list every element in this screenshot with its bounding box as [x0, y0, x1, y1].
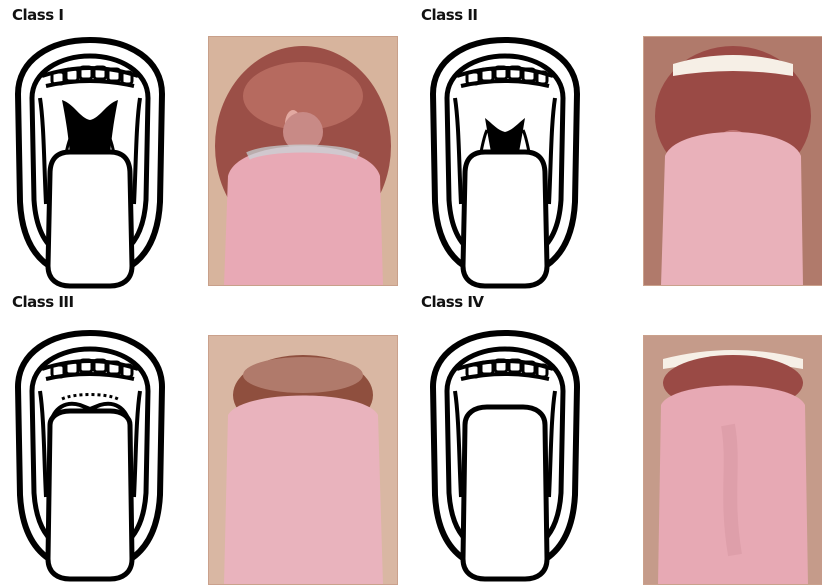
- panel-label: Class I: [12, 6, 63, 24]
- mallampati-diagram: [425, 34, 585, 290]
- panel-label: Class II: [421, 6, 478, 24]
- panel-class-1: Class I: [0, 0, 411, 291]
- panel-class-4: Class IV: [411, 291, 822, 582]
- mallampati-diagram: [425, 327, 585, 583]
- panel-label: Class III: [12, 293, 74, 311]
- mallampati-diagram: [10, 327, 170, 583]
- panel-class-3: Class III: [0, 291, 411, 582]
- tongue-photo: [643, 335, 822, 585]
- panel-label: Class IV: [421, 293, 484, 311]
- tongue-photo: [208, 335, 398, 585]
- mallampati-diagram: [10, 34, 170, 290]
- tongue-photo: [643, 36, 822, 286]
- panel-class-2: Class II: [411, 0, 822, 291]
- tongue-photo: [208, 36, 398, 286]
